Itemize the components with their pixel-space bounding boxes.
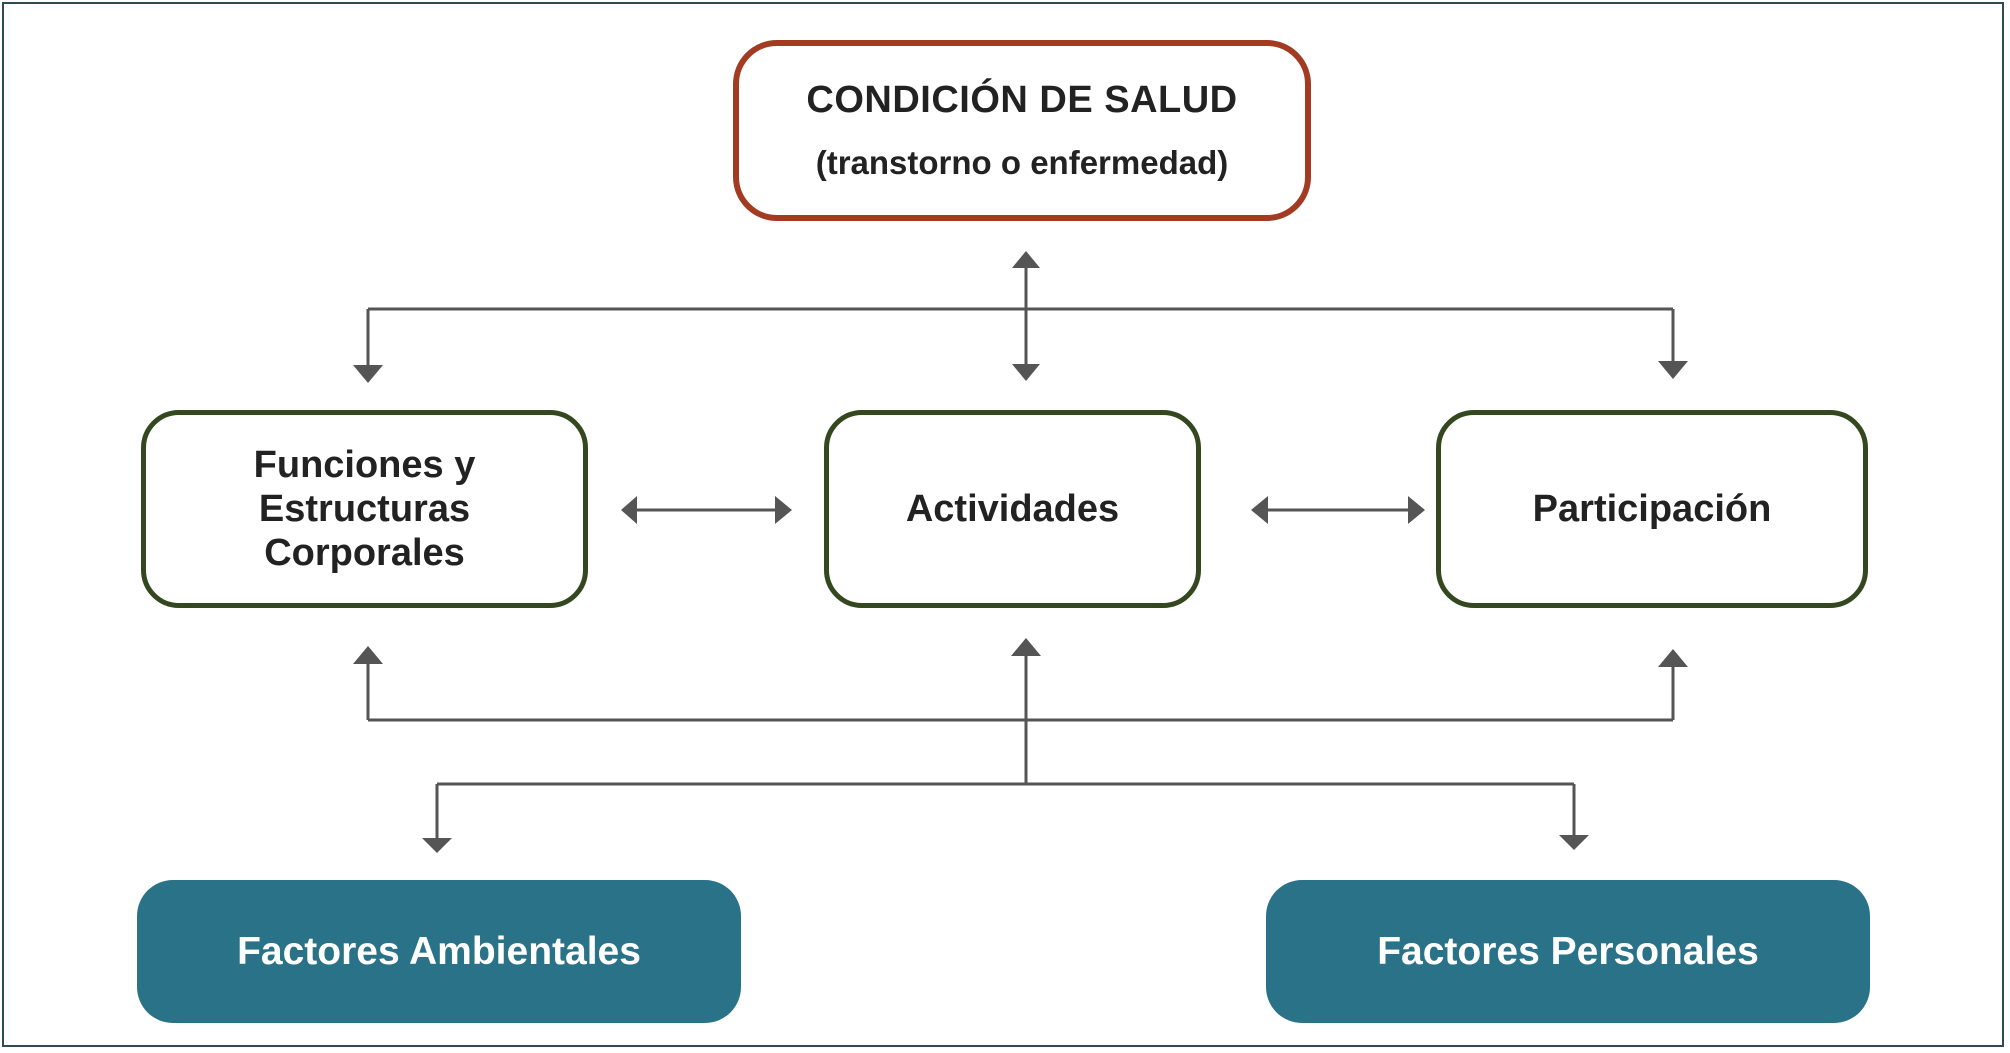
activities-label: Actividades [905,488,1120,530]
participation-box: Participación [1436,410,1868,608]
health-condition-box: CONDICIÓN DE SALUD (transtorno o enferme… [733,40,1311,221]
environmental-factors-label: Factores Ambientales [237,929,641,973]
arrowhead-left-act [1251,496,1268,524]
body-functions-box: Funciones y Estructuras Corporales [141,410,588,608]
health-condition-subtitle: (transtorno o enfermedad) [815,144,1229,181]
arrowhead-down-ambientales [422,838,452,853]
arrowhead-down-func [353,365,383,383]
health-condition-title: CONDICIÓN DE SALUD [806,79,1238,121]
environmental-factors-box: Factores Ambientales [137,880,741,1023]
arrowhead-down-personales [1559,835,1589,850]
personal-factors-label: Factores Personales [1377,929,1759,973]
arrowhead-right-act [775,496,792,524]
arrowhead-up-func [353,646,383,664]
activities-box: Actividades [824,410,1201,608]
arrowhead-left-func [621,496,637,524]
arrowhead-up-activities [1011,638,1041,656]
arrowhead-down-activities [1012,364,1040,381]
body-functions-label: Funciones y Estructuras Corporales [253,444,476,574]
arrowhead-down-part [1658,361,1688,379]
arrowhead-right-part [1408,496,1425,524]
participation-label: Participación [1532,488,1772,530]
personal-factors-box: Factores Personales [1266,880,1870,1023]
arrowhead-up-health [1012,251,1040,268]
arrowhead-up-part [1658,649,1688,667]
